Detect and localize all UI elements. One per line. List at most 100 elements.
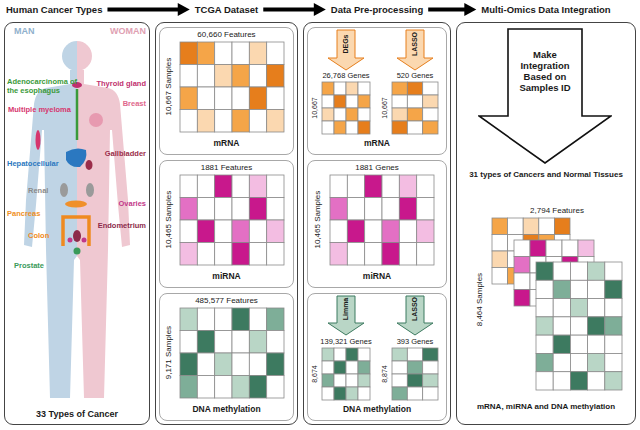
matrix-cell: [267, 42, 284, 65]
data-label: 1881 Features: [159, 163, 294, 172]
data-label: DEGs: [342, 30, 350, 57]
matrix-cell: [249, 42, 266, 65]
organ-label: Renal: [28, 187, 58, 196]
matrix-cell: [215, 308, 232, 331]
matrix-cell: [365, 243, 382, 266]
colon-organ: [63, 217, 89, 246]
matrix-cell: [197, 198, 214, 221]
matrix-cell: [334, 95, 346, 108]
kidney-organ: [86, 183, 94, 197]
matrix-cell: [347, 175, 364, 198]
column-heading: Human Cancer Types: [6, 5, 136, 16]
matrix-cell: [407, 361, 422, 374]
matrix-cell: [267, 308, 284, 331]
matrix-cell: [546, 240, 562, 257]
matrix-cell: [514, 273, 530, 290]
matrix-cell: [578, 240, 594, 257]
organ-label: Prostate: [14, 262, 58, 271]
matrix-cell: [346, 348, 358, 361]
matrix-cell: [346, 387, 358, 400]
matrix-cell: [605, 372, 622, 390]
matrix-cell: [346, 361, 358, 374]
matrix-cell: [423, 387, 438, 400]
matrix-cell: [399, 175, 416, 198]
column-heading: TCGA Dataset: [155, 5, 298, 16]
matrix-cell: [330, 175, 347, 198]
dataset-panel: DEGsLASSO26,768 Genes10,667520 Genes10,6…: [307, 27, 447, 155]
matrix-cell: [365, 220, 382, 243]
matrix-cell: [392, 387, 407, 400]
matrix-cell: [407, 121, 422, 134]
matrix-cell: [197, 42, 214, 65]
matrix-cell: [197, 87, 214, 110]
matrix-cell: [322, 374, 334, 387]
matrix-cell: [334, 82, 346, 95]
matrix-cell: [407, 387, 422, 400]
data-label: 393 Genes: [390, 338, 440, 347]
data-label: DNA methylation: [159, 405, 294, 415]
matrix-cell: [588, 372, 605, 390]
data-label: 33 Types of Cancer: [4, 409, 150, 419]
gallbladder-organ: [86, 160, 93, 170]
matrix-cell: [232, 308, 249, 331]
matrix-cell: [553, 299, 570, 317]
matrix-cell: [180, 110, 197, 133]
matrix-cell: [249, 198, 266, 221]
matrix-cell: [570, 353, 587, 371]
matrix-cell: [346, 121, 358, 134]
data-matrix: [322, 82, 370, 134]
ovary-organ: [82, 238, 87, 243]
matrix-cell: [605, 317, 622, 335]
matrix-cell: [382, 175, 399, 198]
matrix-cell: [392, 374, 407, 387]
matrix-cell: [232, 353, 249, 376]
matrix-cell: [588, 317, 605, 335]
matrix-cell: [423, 121, 438, 134]
matrix-cell: [215, 175, 232, 198]
matrix-cell: [180, 65, 197, 88]
matrix-cell: [536, 335, 553, 353]
data-label: mRNA: [307, 139, 447, 149]
dataset-panel: LimmaLASSO139,321 Genes8,674393 Genes8,8…: [307, 293, 447, 421]
data-label: 31 types of Cancers and Normal Tissues: [458, 170, 634, 179]
matrix-cell: [215, 243, 232, 266]
matrix-cell: [334, 374, 346, 387]
matrix-cell: [330, 220, 347, 243]
matrix-cell: [197, 65, 214, 88]
matrix-cell: [588, 299, 605, 317]
matrix-cell: [417, 198, 434, 221]
matrix-cell: [523, 218, 539, 235]
matrix-cell: [232, 87, 249, 110]
matrix-cell: [365, 198, 382, 221]
matrix-cell: [232, 110, 249, 133]
integration-arrow: Make Integration Based on Samples ID: [478, 28, 612, 164]
data-matrix: [392, 82, 438, 134]
matrix-cell: [358, 82, 370, 95]
matrix-cell: [249, 308, 266, 331]
matrix-cell: [358, 387, 370, 400]
matrix-cell: [197, 220, 214, 243]
matrix-cell: [322, 348, 334, 361]
data-label: Limma: [342, 296, 350, 323]
matrix-cell: [232, 198, 249, 221]
matrix-cell: [267, 376, 284, 399]
matrix-cell: [215, 87, 232, 110]
arrow-head: [464, 3, 476, 16]
matrix-cell: [358, 121, 370, 134]
matrix-cell: [197, 110, 214, 133]
matrix-cell: [407, 348, 422, 361]
matrix-cell: [180, 331, 197, 354]
matrix-cell: [605, 299, 622, 317]
matrix-cell: [334, 361, 346, 374]
matrix-cell: [536, 280, 553, 298]
organ-label: Pancreas: [7, 210, 59, 219]
organ-label: Ovaries: [100, 200, 146, 209]
matrix-cell: [180, 308, 197, 331]
organ-label: Adenocarcinoma of the esophagus: [7, 78, 79, 95]
matrix-cell: [392, 361, 407, 374]
matrix-cell: [232, 65, 249, 88]
data-label: 9,171 Samples: [164, 311, 173, 395]
matrix-cell: [392, 121, 407, 134]
matrix-cell: [605, 353, 622, 371]
data-matrix: [322, 348, 370, 400]
